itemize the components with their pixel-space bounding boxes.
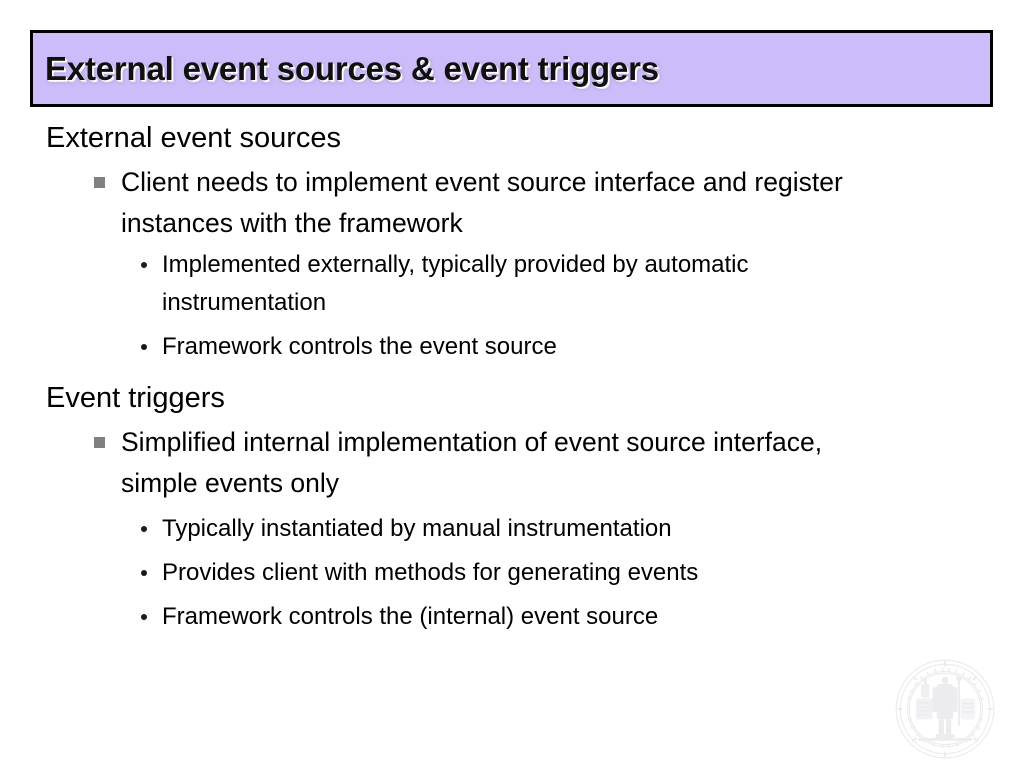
spacer — [0, 368, 1023, 378]
square-bullet-icon — [94, 177, 105, 188]
round-bullet-icon — [141, 262, 147, 268]
slide-body: External event sources Client needs to i… — [0, 118, 1023, 638]
bullet-level2: Simplified internal implementation of ev… — [0, 422, 1023, 504]
bullet-text: Client needs to implement event source i… — [121, 167, 843, 238]
page-title: External event sources & event triggers — [45, 49, 659, 87]
bullet-level3: Provides client with methods for generat… — [0, 554, 1023, 592]
bullet-text: Framework controls the (internal) event … — [162, 603, 659, 630]
bullet-text: Typically instantiated by manual instrum… — [162, 515, 672, 542]
university-seal-icon — [895, 659, 995, 759]
round-bullet-icon — [141, 344, 147, 350]
bullet-level1: Event triggers — [0, 378, 1023, 418]
bullet-level1: External event sources — [0, 118, 1023, 158]
bullet-text: External event sources — [46, 122, 341, 154]
round-bullet-icon — [141, 614, 147, 620]
bullet-level3: Framework controls the (internal) event … — [0, 598, 1023, 636]
bullet-level3: Framework controls the event source — [0, 328, 1023, 366]
bullet-text: Simplified internal implementation of ev… — [121, 427, 823, 498]
bullet-text: Implemented externally, typically provid… — [162, 251, 749, 316]
bullet-text: Framework controls the event source — [162, 333, 557, 360]
round-bullet-icon — [141, 570, 147, 576]
bullet-level2: Client needs to implement event source i… — [0, 162, 1023, 244]
slide-title-box: External event sources & event triggers — [30, 30, 993, 107]
bullet-level3: Typically instantiated by manual instrum… — [0, 510, 1023, 548]
bullet-text: Provides client with methods for generat… — [162, 559, 699, 586]
square-bullet-icon — [94, 437, 105, 448]
round-bullet-icon — [141, 526, 147, 532]
bullet-level3: Implemented externally, typically provid… — [0, 246, 1023, 322]
bullet-text: Event triggers — [46, 382, 225, 414]
